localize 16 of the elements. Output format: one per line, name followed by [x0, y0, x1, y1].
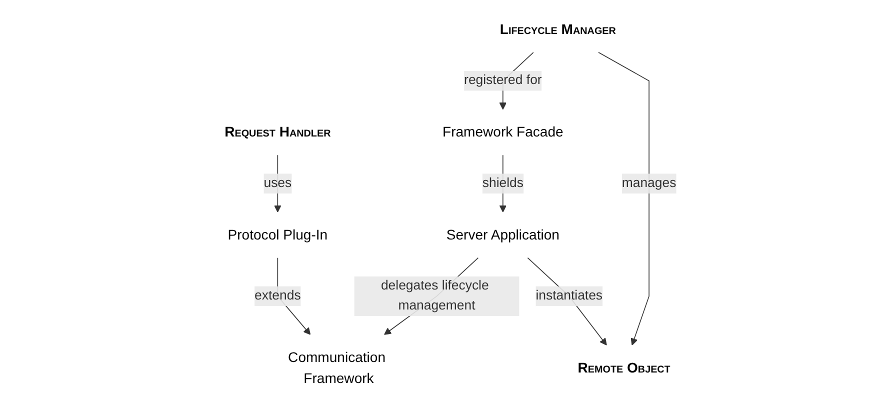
node-text: Framework Facade: [442, 124, 564, 140]
edge-label: extends: [254, 288, 301, 303]
node-text: Protocol Plug-In: [228, 226, 328, 243]
node-text: Lifecycle Manager: [500, 21, 616, 38]
edge-label: shields: [482, 176, 524, 190]
node-text: Request Handler: [224, 124, 331, 140]
edge-label: manages: [622, 176, 676, 190]
arrow: [598, 52, 650, 346]
edge-label: uses: [264, 176, 292, 190]
edge-label: registered for: [464, 73, 542, 88]
node-text: Remote Object: [578, 360, 670, 376]
edge-label: instantiates: [536, 288, 603, 303]
edge-label: delegates lifecycle management: [380, 278, 489, 313]
arrow: [527, 257, 607, 346]
node-text: Server Application: [446, 226, 560, 243]
node-text: Communication Framework: [288, 349, 386, 386]
